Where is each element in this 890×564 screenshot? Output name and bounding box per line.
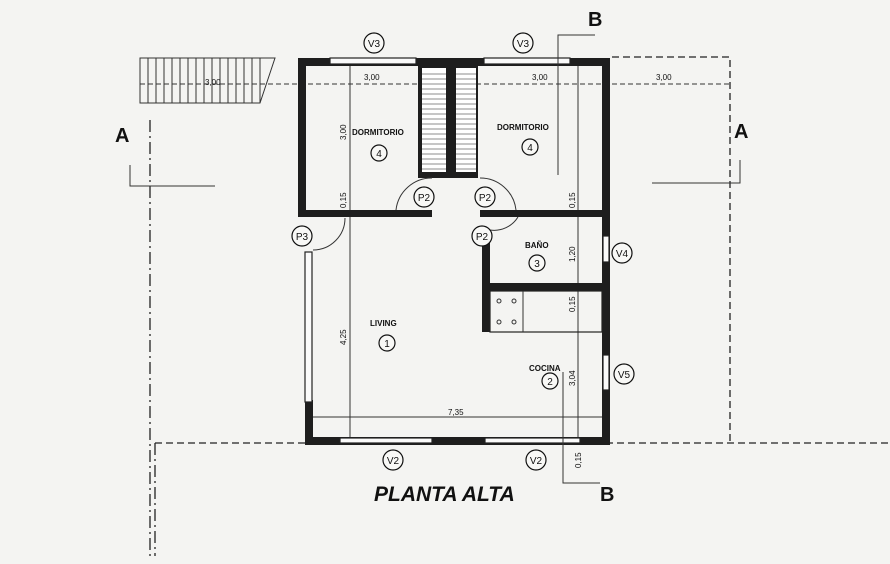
- section-b-bottom: B: [600, 484, 614, 506]
- tag-p2-bath: P2: [476, 232, 489, 243]
- door-p3-swing: [312, 217, 346, 251]
- section-a-right: A: [734, 121, 748, 143]
- interior-stairs: [422, 68, 476, 172]
- dim-wall-c: 0,15: [568, 296, 577, 312]
- dim-dorm-height: 3,00: [339, 124, 348, 140]
- section-a-right-line: [652, 160, 741, 184]
- opening-tags: V3 V3 V2 V2 V4 V5 P2 P2 P2 P3: [291, 32, 635, 471]
- kitchen-counter: [489, 290, 603, 333]
- room-label-cocina: COCINA: [529, 364, 561, 373]
- dim-cocina-height: 3,04: [568, 370, 577, 386]
- window-v5: [602, 354, 610, 391]
- dim-dorm-left-width: 3,00: [364, 73, 380, 82]
- section-a-left: A: [115, 125, 129, 147]
- room-label-bano: BAÑO: [525, 241, 549, 250]
- window-v2-right: [484, 437, 581, 444]
- section-b-top: B: [588, 9, 602, 31]
- dim-total-width: 7,35: [448, 408, 464, 417]
- dim-outside-width: 3,00: [656, 73, 672, 82]
- tag-v5: V5: [618, 370, 631, 381]
- room-label-living: LIVING: [370, 319, 397, 328]
- window-v4: [602, 235, 610, 263]
- door-p2-bath-swing: [489, 216, 519, 231]
- door-p2-right-swing: [479, 177, 517, 211]
- dim-wall-d: 0,15: [574, 452, 583, 468]
- tag-v3-right: V3: [517, 39, 530, 50]
- tag-v2-right: V2: [530, 456, 543, 467]
- section-b-top-line: [557, 34, 595, 175]
- tag-v4: V4: [616, 249, 629, 260]
- dim-dorm-right-width: 3,00: [532, 73, 548, 82]
- room-number-dorm-right: 4: [527, 143, 533, 154]
- dim-wall-b: 0,15: [568, 192, 577, 208]
- stair-dimension: 3,00: [205, 78, 221, 87]
- tag-p3: P3: [296, 232, 309, 243]
- room-label-dormitorio-left: DORMITORIO: [352, 128, 404, 137]
- window-v3-right: [483, 57, 571, 65]
- tag-p2-left: P2: [418, 193, 431, 204]
- terrace-boundary: [612, 56, 731, 441]
- room-label-dormitorio-right: DORMITORIO: [497, 123, 549, 132]
- tag-v2-left: V2: [387, 456, 400, 467]
- tag-v3-left: V3: [368, 39, 381, 50]
- door-p2-left-swing: [395, 177, 433, 211]
- room-number-cocina: 2: [547, 377, 553, 388]
- dim-bano-height: 1,20: [568, 246, 577, 262]
- window-v3-left: [329, 57, 417, 65]
- tag-p2-right: P2: [479, 193, 492, 204]
- dim-living-height: 4,25: [339, 329, 348, 345]
- exterior-stair: 3,00: [139, 57, 276, 104]
- room-number-living: 1: [384, 339, 390, 350]
- room-number-dorm-left: 4: [376, 149, 382, 160]
- section-a-left-line: [129, 165, 215, 187]
- plan-title: PLANTA ALTA: [374, 483, 515, 506]
- section-b-bottom-line: [562, 372, 600, 484]
- room-number-bano: 3: [534, 259, 540, 270]
- dim-wall-a: 0,15: [339, 192, 348, 208]
- window-v2-left: [339, 437, 433, 444]
- window-living-left: [304, 251, 313, 403]
